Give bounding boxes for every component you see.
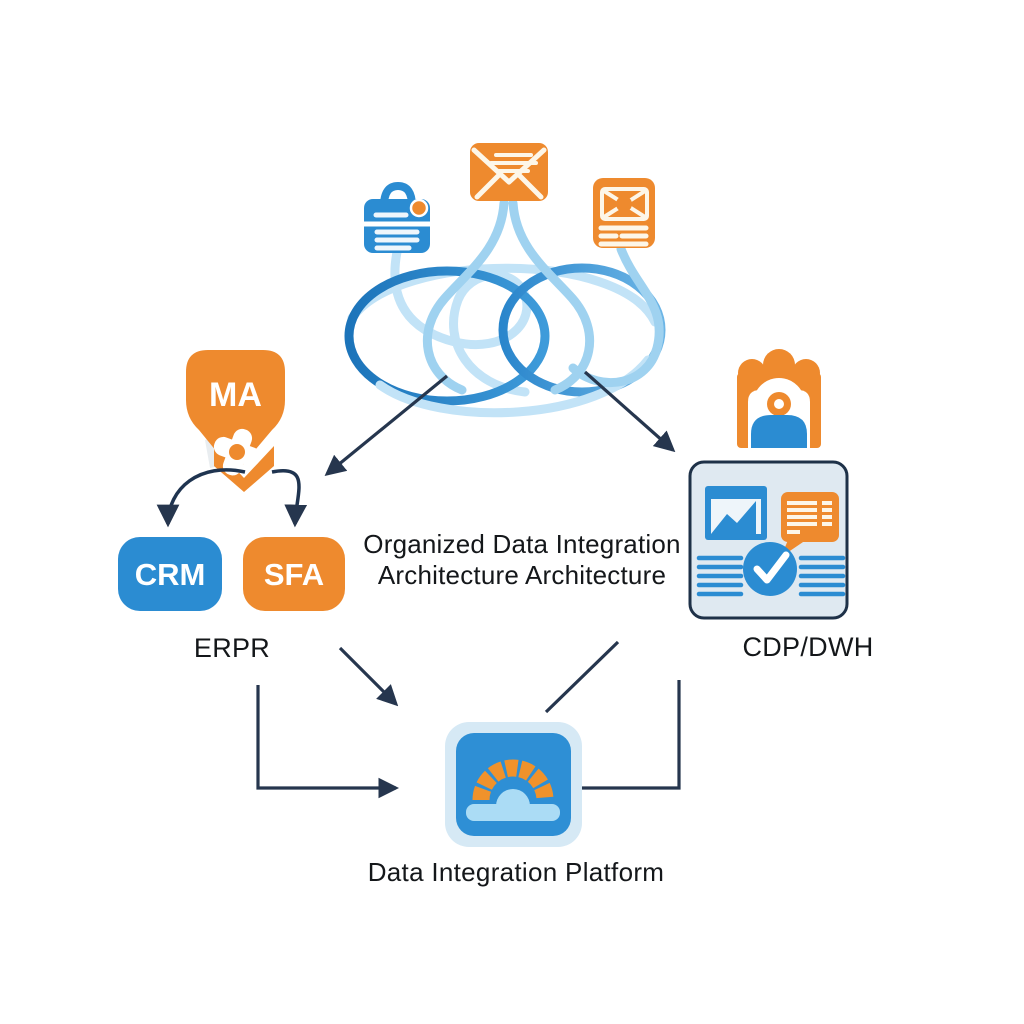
cdp-dwh-caption: CDP/DWH [742, 632, 874, 662]
arch-gauge [472, 759, 554, 801]
email-envelope-icon [470, 143, 548, 201]
ma-label: MA [209, 376, 262, 414]
newsletter-document-icon [593, 178, 655, 248]
text-lines-left [696, 555, 744, 597]
dashboard-panel-icon [688, 460, 849, 620]
sfa-box [243, 537, 345, 611]
platform-caption: Data Integration Platform [367, 857, 665, 887]
arrow-venn-to-right [583, 370, 676, 453]
arrow-cdp-to-platform-elbow [548, 680, 681, 799]
line-cdp-to-platform-diagonal [544, 640, 620, 714]
text-lines-right [798, 555, 846, 597]
venn-left-ellipse [344, 266, 550, 406]
center-title: Organized Data Integration Architecture … [347, 529, 697, 591]
bridge-platform-icon [445, 722, 582, 847]
user-profile-icon [737, 349, 821, 448]
crm-label: CRM [134, 557, 206, 592]
sfa-label: SFA [263, 557, 325, 592]
arrow-ma-to-crm [156, 468, 246, 528]
arrow-ma-to-sfa [271, 468, 308, 528]
center-title-line1: Organized Data Integration [363, 529, 681, 559]
arrow-erpr-to-platform-elbow [256, 685, 400, 799]
crm-box [118, 537, 222, 611]
arrow-erpr-to-platform-diagonal [338, 646, 399, 707]
erpr-caption: ERPR [193, 633, 271, 663]
arrow-venn-to-left [324, 374, 449, 476]
bag-document-icon [363, 181, 431, 253]
chart-window-icon [705, 486, 767, 540]
connector-curves-front [375, 198, 664, 418]
notification-dot [409, 198, 429, 218]
checkmark-circle-icon [743, 542, 797, 596]
bridge-base [466, 789, 560, 821]
ma-pin-icon [186, 350, 285, 492]
center-title-line2: Architecture Architecture [377, 560, 667, 590]
